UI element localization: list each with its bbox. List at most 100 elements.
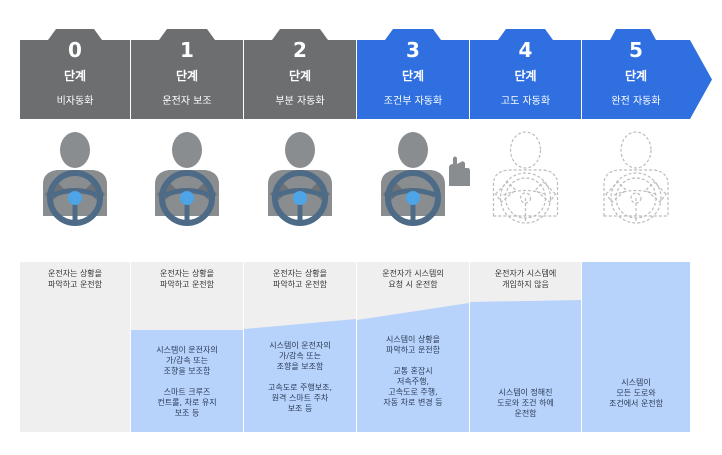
system-role-text: 가/감속 또는	[279, 350, 321, 360]
system-role-text: 운전함	[514, 408, 537, 418]
level-3-step-label: 단계	[402, 68, 424, 83]
steering-wheel-spoke	[613, 189, 659, 196]
level-1-name: 운전자 보조	[162, 95, 211, 107]
system-role-area	[244, 319, 356, 432]
level-5-name: 완전 자동화	[611, 95, 660, 107]
human-role-area	[20, 262, 130, 432]
system-role-text: 파악하고 운전함	[386, 345, 441, 355]
driver-right-hand	[534, 181, 557, 203]
steering-wheel-rim	[610, 172, 662, 224]
driver-head	[60, 132, 90, 168]
steering-wheel-rim	[499, 172, 552, 224]
level-0-header-shape	[20, 29, 130, 119]
system-role-text: 시스템이 상황을	[386, 334, 440, 344]
system-role-text: 저속주행,	[397, 376, 429, 386]
driver-torso	[492, 169, 559, 217]
human-role-text: 요청 시 운전함	[388, 279, 438, 289]
level-4-name: 고도 자동화	[501, 95, 550, 107]
system-role-text: 교통 혼잡시	[393, 366, 432, 376]
steering-wheel-rim	[385, 170, 441, 226]
human-role-text: 운전자가 시스템에	[495, 268, 556, 278]
human-role-text: 파악하고 운전함	[160, 279, 215, 289]
driver-head	[620, 131, 652, 169]
steering-wheel-hub	[293, 191, 307, 205]
system-role-area	[470, 300, 581, 432]
driver-figures	[43, 131, 669, 226]
steering-wheel-spoke	[52, 188, 98, 198]
human-role-text: 개입하지 않음	[502, 279, 549, 289]
system-role-text: 자동 차로 변경 등	[383, 397, 442, 407]
system-role-text: 조향을 보조함	[164, 366, 211, 375]
level-1-header-shape	[131, 29, 243, 119]
system-role-area	[131, 330, 243, 432]
system-role-text: 조건에서 운전함	[609, 398, 664, 408]
level-0-name: 비자동화	[57, 95, 94, 107]
steering-wheel-hub	[519, 192, 532, 204]
level-5-step-label: 단계	[625, 68, 647, 83]
steering-wheel-hub	[630, 192, 642, 204]
driver-head	[285, 132, 315, 168]
system-role-text: 시스템이 운전자의	[156, 344, 217, 354]
system-role-text: 조향을 보조함	[277, 362, 324, 371]
driver-head	[398, 132, 428, 168]
steering-wheel-hub	[180, 191, 194, 205]
level-1-number: 1	[180, 38, 194, 62]
steering-wheel-hub	[406, 191, 420, 205]
driver-hands-on-icon	[155, 132, 219, 226]
level-0-number: 0	[68, 38, 82, 62]
driver-hands-on-icon	[43, 132, 107, 226]
system-role-text: 고속도로 주행보조,	[268, 382, 332, 392]
system-role-text: 보조 등	[175, 408, 200, 417]
system-role-area	[582, 262, 690, 432]
level-4-step-label: 단계	[514, 68, 536, 83]
level-1-step-label: 단계	[176, 68, 198, 83]
steering-wheel-rim	[159, 170, 215, 226]
driver-hand-raised-icon	[381, 132, 470, 226]
steering-wheel-spoke	[164, 188, 210, 198]
steering-wheel-spoke	[277, 188, 323, 198]
system-role-text: 보조 등	[288, 404, 313, 413]
level-5-number: 5	[629, 38, 643, 62]
level-3-name: 조건부 자동화	[384, 95, 442, 107]
level-2-header-shape	[244, 29, 356, 119]
system-role-text: 시스템이 운전자의	[269, 340, 330, 350]
system-role-text: 가/감속 또는	[166, 355, 208, 365]
system-role-text: 원격 스마트 주차	[272, 392, 329, 402]
steering-wheel-rim	[272, 170, 328, 226]
human-role-text: 운전자는 상황을	[273, 268, 327, 278]
level-3-header-shape	[357, 29, 469, 119]
driver-head	[172, 132, 202, 168]
level-4-number: 4	[519, 38, 533, 62]
driver-raised-hand	[449, 156, 470, 186]
system-role-area	[357, 303, 469, 432]
steering-wheel-hub	[68, 191, 82, 205]
level-2-step-label: 단계	[289, 68, 311, 83]
driver-dashed-outline-icon	[492, 131, 559, 224]
level-4-header-shape	[470, 29, 581, 119]
human-role-text: 파악하고 운전함	[48, 279, 103, 289]
driver-right-hand	[645, 181, 667, 203]
driver-dashed-outline-icon	[603, 131, 669, 224]
level-5-header-shape	[582, 29, 712, 119]
system-role-text: 고속도로 주행,	[388, 387, 437, 397]
human-role-text: 운전자가 시스템의	[382, 268, 443, 278]
level-0-step-label: 단계	[64, 68, 86, 83]
level-2-number: 2	[293, 38, 307, 62]
system-role-text: 컨트롤, 차로 유지	[157, 397, 216, 407]
level-2-name: 부분 자동화	[275, 95, 324, 107]
